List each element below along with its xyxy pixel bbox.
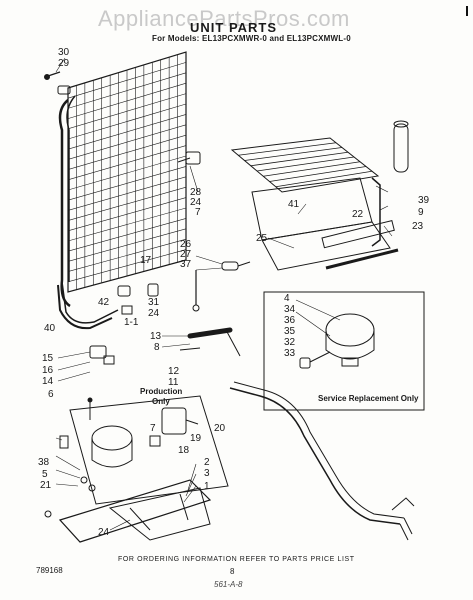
callout-7: 7	[195, 207, 201, 218]
leader-lines	[55, 57, 393, 531]
service-compressor-box	[263, 291, 425, 411]
evaporator-tube	[263, 161, 361, 177]
callout-32: 32	[284, 337, 296, 348]
condenser-fin	[67, 155, 187, 191]
watermark: AppliancePartsPros.com	[98, 6, 350, 31]
production-label-line2: Only	[152, 397, 170, 406]
page-number: 8	[230, 567, 235, 576]
callout-12: 12	[168, 366, 180, 377]
production-label-line1: Production	[140, 387, 183, 396]
callout-33: 33	[284, 348, 296, 359]
callout-23: 23	[412, 221, 424, 232]
evaporator-tube	[275, 170, 373, 188]
condenser-fin	[67, 93, 187, 130]
production-compressor-box	[59, 395, 229, 505]
document-number: 789168	[36, 566, 63, 575]
callout-40: 40	[44, 323, 56, 334]
callout-37: 37	[180, 259, 192, 270]
callout-28: 28	[190, 187, 202, 198]
callout-15: 15	[42, 353, 54, 364]
condenser-fin	[67, 62, 187, 99]
callout-26: 26	[180, 239, 192, 250]
condenser-fin	[67, 134, 187, 170]
callout-30: 30	[58, 47, 70, 58]
callout-9: 9	[418, 207, 424, 218]
evaporator-tube	[250, 151, 349, 167]
condenser-fin	[67, 72, 187, 109]
condenser-fin	[67, 114, 187, 150]
diagram-subtitle: For Models: EL13PCXMWR-0 and EL13PCXMWL-…	[152, 34, 351, 43]
callout-25: 25	[256, 233, 268, 244]
callout-29: 29	[58, 58, 70, 69]
condenser-fin	[67, 145, 187, 181]
callout-24c: 24	[98, 527, 110, 538]
callout-21: 21	[40, 480, 52, 491]
drain-tube	[393, 120, 409, 173]
callout-4: 4	[284, 293, 290, 304]
callout-24: 24	[190, 197, 202, 208]
callout-11: 11	[168, 377, 179, 388]
condenser-fin	[67, 103, 187, 140]
condenser-fin	[67, 166, 187, 201]
callout-31: 31	[148, 297, 160, 308]
callout-5: 5	[42, 469, 48, 480]
callout-38: 38	[38, 457, 50, 468]
condenser-fin	[67, 82, 187, 119]
callout-3: 3	[204, 468, 210, 479]
callout-34: 34	[284, 304, 296, 315]
filter-drier-tubing	[179, 327, 415, 541]
callout-35: 35	[284, 326, 296, 337]
condenser-fin	[67, 228, 187, 262]
ordering-note: FOR ORDERING INFORMATION REFER TO PARTS …	[118, 556, 355, 563]
fittings-middle	[117, 151, 251, 315]
callout-18: 18	[178, 445, 190, 456]
service-replacement-label: Service Replacement Only	[318, 394, 419, 403]
callout-42: 42	[98, 297, 110, 308]
callout-17: 17	[140, 255, 152, 266]
callout-7b: 7	[150, 423, 156, 434]
condenser-fin	[67, 249, 187, 283]
evaporator-coil	[230, 137, 399, 271]
callout-1-1: 1-1	[124, 317, 139, 328]
condenser-fin	[67, 176, 187, 211]
diagram-title: UNIT PARTS	[190, 20, 278, 35]
callout-16: 16	[42, 365, 54, 376]
evaporator-tube	[244, 147, 343, 161]
condenser-fin	[67, 197, 187, 232]
condenser-fin	[67, 186, 187, 221]
callout-6: 6	[48, 389, 54, 400]
callout-8: 8	[154, 342, 160, 353]
callout-2: 2	[204, 457, 210, 468]
callout-19: 19	[190, 433, 202, 444]
callout-1: 1	[204, 481, 210, 492]
callout-41: 41	[288, 199, 300, 210]
evaporator-tube	[269, 166, 367, 182]
handwritten-note: 561-A-8	[214, 580, 243, 589]
callout-20: 20	[214, 423, 226, 434]
screw-assembly	[44, 71, 71, 95]
condenser-fin	[67, 207, 187, 242]
callout-27: 27	[180, 249, 192, 260]
evaporator-tube	[238, 142, 337, 156]
corner-mark	[466, 6, 468, 16]
condenser-coil	[57, 51, 187, 330]
callout-39: 39	[418, 195, 430, 206]
callout-14: 14	[42, 376, 54, 387]
relay-parts	[87, 345, 115, 420]
base-plate	[44, 479, 212, 543]
callout-22: 22	[352, 209, 364, 220]
callout-13: 13	[150, 331, 162, 342]
evaporator-tube	[256, 156, 355, 172]
condenser-fin	[67, 238, 187, 272]
condenser-fin	[67, 124, 187, 160]
callout-24b: 24	[148, 308, 160, 319]
callout-36: 36	[284, 315, 296, 326]
condenser-fin	[67, 218, 187, 252]
